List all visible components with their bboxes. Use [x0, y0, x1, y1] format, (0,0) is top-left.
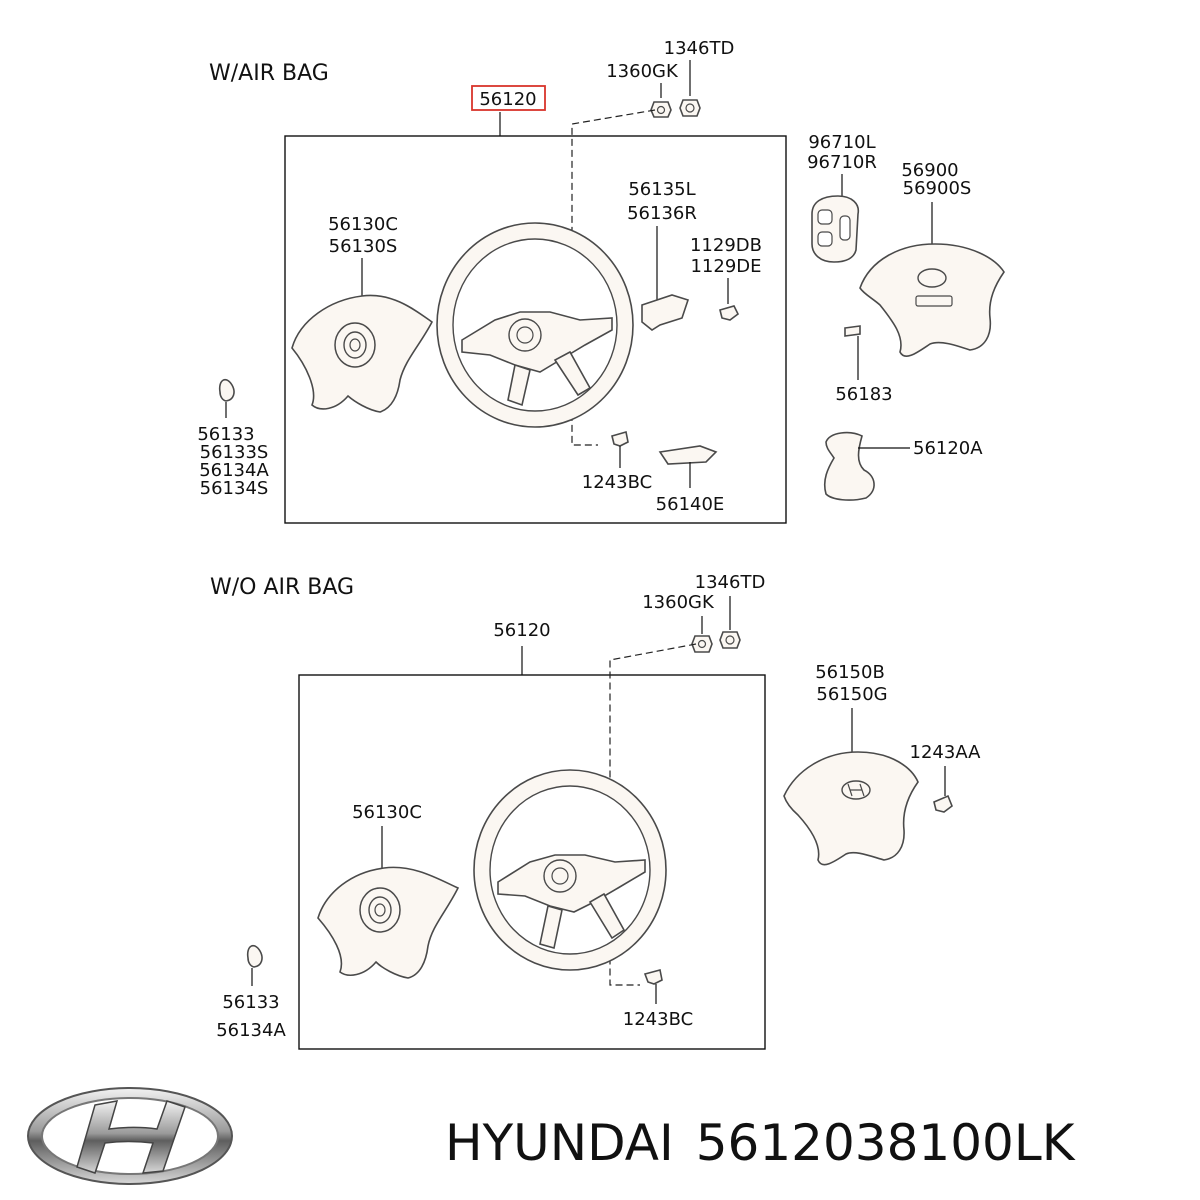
nut-1346td-top — [679, 99, 701, 117]
part-number: 5612038100LK — [695, 1114, 1075, 1172]
steering-wheel-bottom — [473, 769, 667, 971]
part-label-56120-highlighted[interactable]: 56120 — [479, 89, 536, 110]
hyundai-logo-icon — [27, 1087, 233, 1185]
nut-1360gk-bottom — [691, 635, 713, 653]
horn-pad-56150 — [783, 751, 919, 866]
part-label-56134a-bottom: 56134A — [216, 1020, 286, 1041]
part-label-1346td-top: 1346TD — [664, 38, 735, 59]
part-label-56130c-top: 56130C — [328, 214, 398, 235]
part-label-56135l: 56135L — [628, 179, 695, 200]
nut-1346td-bottom — [719, 631, 741, 649]
part-label-56120-bottom: 56120 — [493, 620, 550, 641]
section-title-without-airbag: W/O AIR BAG — [210, 575, 354, 600]
part-label-1129db: 1129DB — [690, 235, 762, 256]
cap-56133-top — [218, 378, 235, 402]
part-label-96710l: 96710L — [808, 132, 875, 153]
clip-56183 — [844, 325, 861, 337]
part-label-56134s-top: 56134S — [200, 478, 269, 499]
part-label-56133-top: 56133 — [197, 424, 254, 445]
screw-1243bc-top — [611, 430, 629, 447]
switch-96710 — [811, 195, 860, 263]
highlight-box[interactable] — [471, 85, 546, 111]
part-label-56140e: 56140E — [656, 494, 725, 515]
steering-wheel-top — [436, 222, 634, 428]
part-label-1346td-bottom: 1346TD — [695, 572, 766, 593]
bolt-1129 — [719, 305, 740, 321]
screw-1243bc-bottom — [643, 969, 663, 985]
part-label-56133s-top: 56133S — [200, 442, 269, 463]
part-label-56130c-bottom: 56130C — [352, 802, 422, 823]
section-title-with-airbag: W/AIR BAG — [209, 61, 329, 86]
part-label-56900: 56900 — [901, 160, 958, 181]
part-label-1243bc-top: 1243BC — [582, 472, 652, 493]
brand-name: HYUNDAI — [445, 1114, 674, 1172]
cap-56133-bottom — [246, 944, 263, 968]
part-label-56130s-top: 56130S — [329, 236, 398, 257]
part-label-56183: 56183 — [835, 384, 892, 405]
assembly-frame-bottom — [298, 674, 766, 1050]
cover-56120a — [823, 431, 875, 501]
steering-pad-56130-top — [291, 294, 434, 413]
part-label-1360gk-top: 1360GK — [606, 61, 679, 82]
steering-pad-56130c-bottom — [317, 866, 460, 979]
part-label-1243aa: 1243AA — [910, 742, 982, 763]
part-label-56150b: 56150B — [815, 662, 885, 683]
nut-1360gk-top — [650, 101, 672, 118]
footer-part-number: HYUNDAI 5612038100LK — [445, 1108, 1195, 1178]
plate-56140e — [658, 445, 718, 465]
part-label-56134a-top: 56134A — [199, 460, 269, 481]
part-label-96710r: 96710R — [807, 152, 877, 173]
part-label-56120a: 56120A — [913, 438, 983, 459]
part-label-56150g: 56150G — [816, 684, 887, 705]
bolt-1243aa — [933, 794, 953, 813]
part-label-1243bc-bottom: 1243BC — [623, 1009, 693, 1030]
part-label-56136r: 56136R — [627, 203, 697, 224]
part-label-56133-bottom: 56133 — [222, 992, 279, 1013]
part-label-56900s: 56900S — [903, 178, 972, 199]
assembly-frame-top — [284, 135, 787, 524]
airbag-module-56900 — [859, 243, 1005, 357]
part-label-1129de: 1129DE — [690, 256, 761, 277]
bracket-56135 — [641, 294, 690, 331]
part-label-1360gk-bottom: 1360GK — [642, 592, 715, 613]
